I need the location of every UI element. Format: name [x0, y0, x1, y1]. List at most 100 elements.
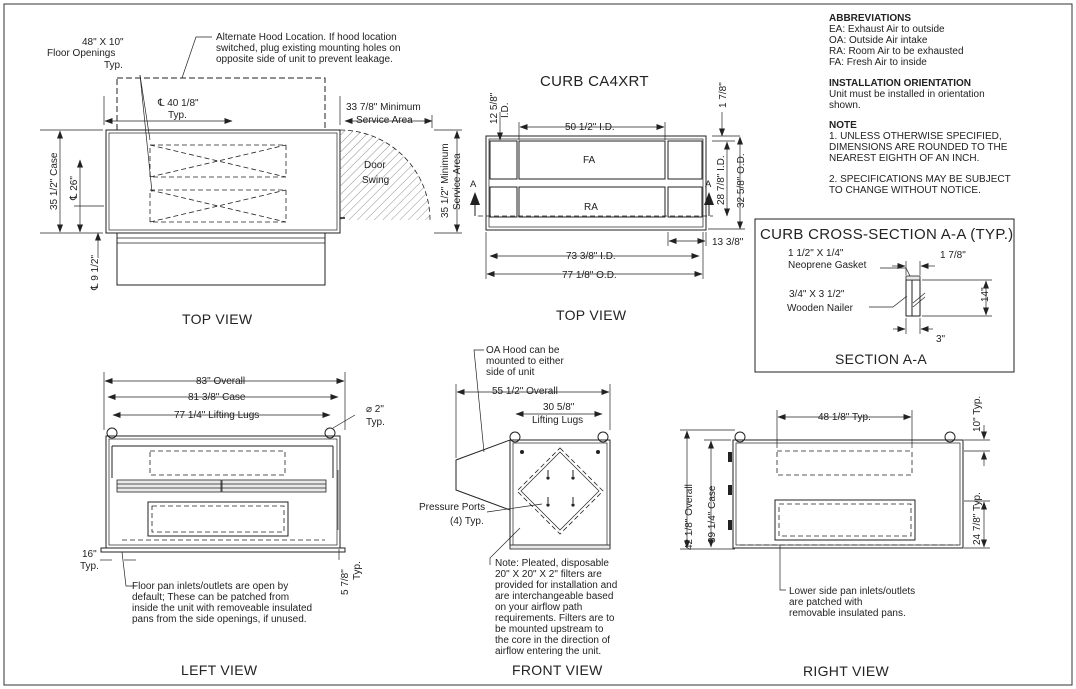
top-view-title: TOP VIEW [182, 311, 253, 327]
left-view: 83" Overall 81 3/8" Case 77 1/4" Lifting… [80, 372, 385, 678]
right-view-outline [732, 439, 964, 549]
dim-cl-40-typ: Typ. [168, 110, 187, 121]
front-view: 55 1/2" Overall 30 5/8" Lifting Lugs OA … [419, 345, 617, 678]
dim-14: 14" [980, 287, 991, 302]
note-line-1: 1. UNLESS OTHERWISE SPECIFIED, [829, 131, 1002, 142]
left-dim-case: 81 3/8" Case [188, 392, 246, 403]
left-view-title: LEFT VIEW [181, 662, 258, 678]
dim-case-vert: 35 1/2" Case [49, 152, 60, 210]
filter-note-3: provided for installation and [495, 580, 617, 591]
right-view: 48 1/8" Typ. 10" Typ. 24 7/8" Typ. 42 1/… [680, 396, 990, 679]
floor-opening-lower [149, 189, 287, 223]
dim-1-7-8: 1 7/8" [718, 82, 729, 108]
dim-gasket: 1 7/8" [940, 250, 966, 261]
dim-cl-9: ℄ 9 1/2" [90, 255, 101, 291]
note-line-2: DIMENSIONS ARE ROUNDED TO THE [829, 142, 1008, 153]
dim-service-vert-2: Service Area [452, 153, 463, 210]
nailer-1: 3/4" X 3 1/2" [789, 289, 845, 300]
floor-note-2: default; These can be patched from [132, 592, 289, 603]
front-lug-right [597, 431, 609, 443]
dim-cl-40: ℄ 40 1/8" [157, 98, 199, 109]
abbr-line-2: OA: Outside Air intake [829, 35, 928, 46]
left-dim-overall: 83" Overall [196, 376, 245, 387]
filter-note-7: be mounted upstream to [495, 624, 604, 635]
filter-diamond [516, 447, 604, 535]
right-view-lower-pan [774, 499, 916, 541]
louver-right [221, 479, 327, 493]
filter-note-2: 20" X 20" X 2" filters are [495, 569, 602, 580]
section-a-left: A [470, 179, 477, 190]
curb-title: CURB CA4XRT [540, 73, 649, 90]
right-dim-39: 39 1/4" Case [707, 485, 718, 543]
hood-note-1: Alternate Hood Location. If hood locatio… [216, 32, 397, 43]
louver-left [116, 479, 222, 493]
patch-note-2: are patched with [789, 597, 862, 608]
right-view-title: RIGHT VIEW [803, 663, 889, 679]
front-dim-overall: 55 1/2" Overall [492, 386, 558, 397]
curb-view: CURB CA4XRT FA RA A A 50 1/2" I.D. 12 5/… [470, 73, 747, 323]
filter-note-9: airflow entering the unit. [495, 646, 601, 657]
patch-note-1: Lower side pan inlets/outlets [789, 586, 915, 597]
top-view-unit: Door Swing ℄ 40 1/8" Typ. 33 7/8" Minimu… [40, 32, 463, 327]
abbreviations-heading: ABBREVIATIONS [829, 13, 911, 24]
oa-hood-2: mounted to either [486, 356, 564, 367]
right-dim-42: 42 1/8" Overall [684, 484, 695, 550]
left-dim-dia-2: Typ. [366, 417, 385, 428]
dim-service-1: 33 7/8" Minimum [346, 102, 421, 113]
left-dim-16-1: 16" [82, 549, 97, 560]
pressure-ports-2: (4) Typ. [450, 516, 484, 527]
front-dim-lugs-1: 30 5/8" [543, 402, 575, 413]
right-view-upper-opening [776, 450, 913, 476]
hood-outline [116, 232, 326, 286]
floor-note-1: Floor pan inlets/outlets are open by [132, 581, 288, 592]
floor-openings-2: Floor Openings [47, 48, 115, 59]
dim-73: 73 3/8" I.D. [566, 251, 616, 262]
filter-note-5: on your airflow path [495, 602, 582, 613]
unit-top-outline [105, 129, 341, 234]
right-dim-24: 24 7/8" Typ. [972, 492, 983, 545]
floor-openings-1: 48" X 10" [82, 37, 124, 48]
front-dim-lugs-2: Lifting Lugs [532, 415, 583, 426]
section-aa-title: SECTION A-A [835, 351, 927, 367]
left-view-side-pan [147, 501, 289, 537]
dim-13: 13 3/8" [712, 237, 744, 248]
front-view-outline [509, 439, 611, 549]
curb-view-title: TOP VIEW [556, 307, 627, 323]
section-a-right: A [705, 179, 712, 190]
right-lug-right [944, 431, 956, 443]
hood-note-3: opposite side of unit to prevent leakage… [216, 54, 393, 65]
door-swing-label-1: Door [364, 160, 386, 171]
orientation-heading: INSTALLATION ORIENTATION [829, 78, 971, 89]
oa-hood-1: OA Hood can be [486, 345, 560, 356]
curb-fa-opening [518, 140, 666, 180]
dim-id-height-2: I.D. [500, 102, 511, 118]
dim-32-od: 32 5/8" O.D. [736, 153, 747, 208]
curb-fa-label: FA [583, 155, 596, 166]
left-dim-5-7-8-2: Typ. [352, 561, 363, 580]
orientation-line-1: Unit must be installed in orientation [829, 89, 985, 100]
notes-block: ABBREVIATIONS EA: Exhaust Air to outside… [829, 13, 1011, 196]
alternate-hood-outline [116, 77, 326, 131]
filter-note-6: requirements. Filters are to [495, 613, 615, 624]
dim-id-height-1: 12 5/8" [489, 92, 500, 124]
cross-section-frame [754, 218, 1015, 373]
floor-opening-upper [149, 144, 287, 178]
pressure-ports-1: Pressure Ports [419, 502, 485, 513]
nailer-2: Wooden Nailer [787, 303, 854, 314]
dim-50: 50 1/2" I.D. [565, 122, 615, 133]
left-dim-16-2: Typ. [80, 561, 99, 572]
note-heading: NOTE [829, 120, 857, 131]
dim-service-vert-1: 35 1/2" Minimum [440, 143, 451, 218]
note-line-3: NEAREST EIGHTH OF AN INCH. [829, 153, 979, 164]
lifting-lug-right [324, 427, 336, 439]
abbr-line-4: FA: Fresh Air to inside [829, 57, 927, 68]
filter-note-4: are interchangeable based [495, 591, 613, 602]
right-dim-10: 10" Typ. [972, 396, 983, 432]
left-dim-lugs: 77 1/4" Lifting Lugs [174, 410, 259, 421]
cross-section-title: CURB CROSS-SECTION A-A (TYP.) [760, 226, 1013, 243]
right-dim-48: 48 1/8" Typ. [818, 412, 871, 423]
filter-note-1: Note: Pleated, disposable [495, 558, 609, 569]
dim-cl-26: ℄ 26" [69, 176, 80, 201]
curb-ra-opening [518, 186, 666, 218]
